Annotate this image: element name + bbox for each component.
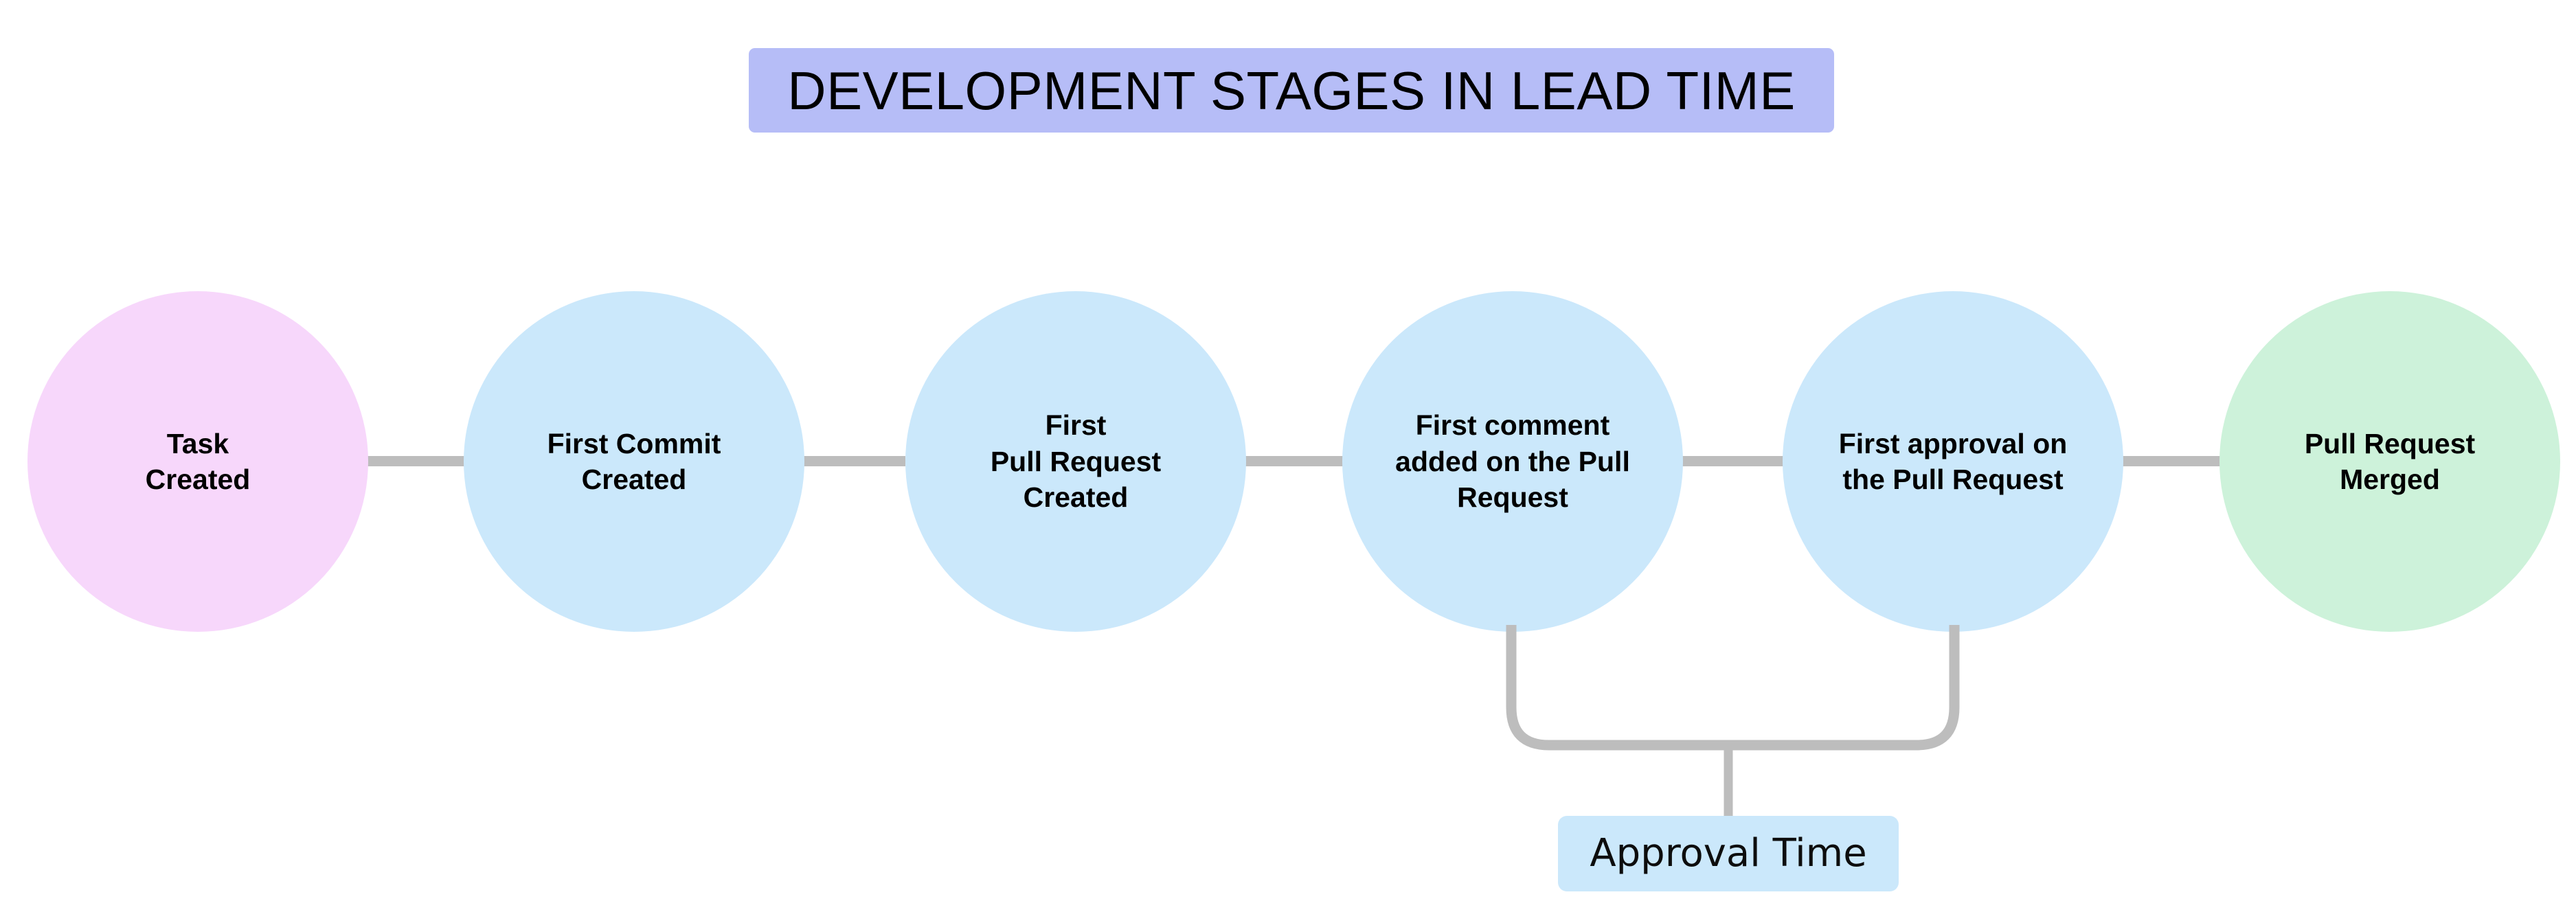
connector-pr-to-comment [1245, 456, 1344, 466]
stage-node-first-approval-on-pull-request[interactable]: First approval on the Pull Request [1783, 291, 2123, 632]
connector-commit-to-pr [802, 456, 905, 466]
approval-time-label-box[interactable]: Approval Time [1558, 816, 1899, 891]
page-title: DEVELOPMENT STAGES IN LEAD TIME [787, 60, 1796, 121]
diagram-title-banner: DEVELOPMENT STAGES IN LEAD TIME [749, 48, 1834, 133]
approval-time-label: Approval Time [1590, 831, 1867, 876]
stage-label-task-created: Task Created [145, 427, 251, 495]
stage-node-first-pull-request-created[interactable]: First Pull Request Created [905, 291, 1246, 632]
approval-time-bracket-path [1506, 625, 1960, 751]
connector-approval-to-merged [2122, 456, 2223, 466]
connector-task-to-commit [366, 456, 466, 466]
stage-node-first-commit-created[interactable]: First Commit Created [464, 291, 804, 632]
stage-node-first-comment-on-pull-request[interactable]: First comment added on the Pull Request [1342, 291, 1683, 632]
connector-comment-to-approval [1682, 456, 1783, 466]
stage-label-first-approval-on-pull-request: First approval on the Pull Request [1838, 427, 2068, 495]
stage-node-pull-request-merged[interactable]: Pull Request Merged [2219, 291, 2560, 632]
stage-label-first-pull-request-created: First Pull Request Created [990, 409, 1162, 514]
stage-label-pull-request-merged: Pull Request Merged [2304, 427, 2476, 495]
stage-label-first-commit-created: First Commit Created [547, 427, 721, 495]
stage-node-task-created[interactable]: Task Created [27, 291, 368, 632]
stage-label-first-comment-on-pull-request: First comment added on the Pull Request [1395, 409, 1630, 514]
